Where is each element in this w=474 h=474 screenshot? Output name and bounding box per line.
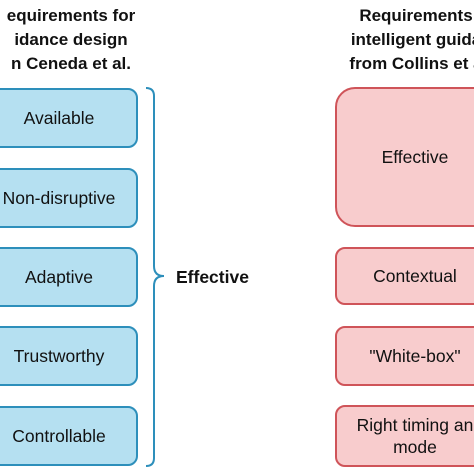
left-heading-line-1: equirements for	[6, 6, 136, 25]
requirement-box-white-box: "White-box"	[335, 326, 474, 386]
connector-label: Effective	[176, 267, 249, 287]
requirement-box-trustworthy: Trustworthy	[0, 326, 138, 386]
requirement-box-non-disruptive: Non-disruptive	[0, 168, 138, 228]
right-heading-line-1: Requirements	[359, 6, 473, 25]
right-column-heading: Requirements intelligent guida from Coll…	[316, 4, 474, 76]
requirement-box-contextual: Contextual	[335, 247, 474, 305]
requirement-box-available: Available	[0, 88, 138, 148]
left-heading-line-2: idance design	[14, 30, 128, 49]
right-heading-line-3: from Collins et a	[349, 54, 474, 73]
right-heading-line-2: intelligent guida	[350, 30, 474, 49]
requirement-box-effective: Effective	[335, 87, 474, 227]
left-heading-line-3: n Ceneda et al.	[11, 54, 131, 73]
left-column-heading: equirements for idance design n Ceneda e…	[0, 4, 171, 76]
requirement-box-right-timing: Right timing an mode	[335, 405, 474, 467]
requirement-box-controllable: Controllable	[0, 406, 138, 466]
requirement-box-adaptive: Adaptive	[0, 247, 138, 307]
